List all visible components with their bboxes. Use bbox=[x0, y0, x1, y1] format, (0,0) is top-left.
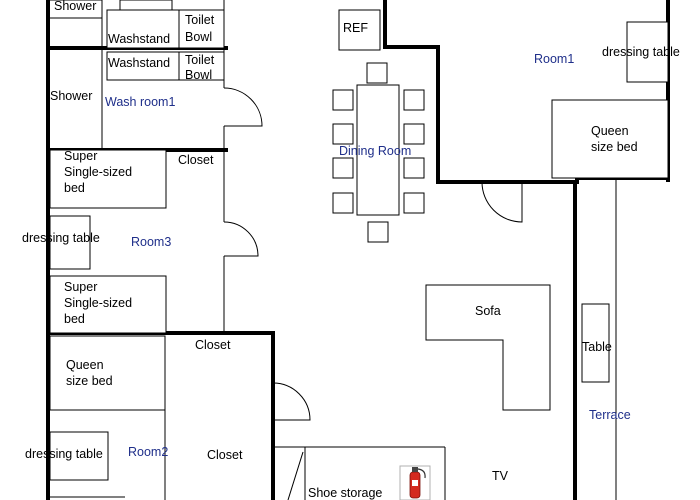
toilet-label-1b: Bowl bbox=[185, 30, 212, 44]
queen-bed-room2 bbox=[49, 335, 166, 411]
room3-door[interactable] bbox=[223, 221, 259, 257]
washstand-label-1: Washstand bbox=[108, 32, 170, 46]
shower-top-label: Shower bbox=[54, 0, 96, 13]
washstand-mid bbox=[106, 51, 180, 81]
washstand-top bbox=[106, 9, 180, 49]
closet-room2-label: Closet bbox=[207, 448, 243, 462]
dressing-room2-label: dressing table bbox=[25, 447, 103, 461]
chair-left-1 bbox=[332, 89, 354, 111]
ref bbox=[338, 9, 381, 51]
shoe-storage-label: Shoe storage bbox=[308, 486, 382, 500]
chair-right-1 bbox=[403, 89, 425, 111]
dressing-table-room2 bbox=[49, 431, 109, 481]
fire-extinguisher-icon bbox=[399, 465, 431, 500]
dressing-table-room1 bbox=[626, 21, 669, 83]
toilet-label-2a: Toilet bbox=[185, 53, 215, 67]
washstand-top-basin bbox=[119, 0, 173, 11]
room2-furniture bbox=[49, 335, 166, 500]
super2-label-b: Single-sized bbox=[64, 296, 132, 310]
queen-bed-room1 bbox=[551, 99, 669, 179]
chair-right-2 bbox=[403, 123, 425, 145]
tv-label: TV bbox=[492, 469, 509, 483]
dressing-table-room3 bbox=[49, 215, 91, 270]
queen-room1-label-b: size bed bbox=[591, 140, 638, 154]
toilet-mid bbox=[178, 51, 225, 81]
super1-label-c: bed bbox=[64, 181, 85, 195]
chair-left-4 bbox=[332, 192, 354, 214]
room2-label: Room2 bbox=[128, 445, 168, 459]
room1-furniture bbox=[338, 9, 669, 179]
closet-room3-label: Closet bbox=[178, 153, 214, 167]
washroom-fixtures bbox=[47, 0, 225, 81]
room3-furniture bbox=[49, 149, 167, 334]
l-shaped-sofa bbox=[425, 284, 551, 411]
chair-right-4 bbox=[403, 192, 425, 214]
toilet-label-1a: Toilet bbox=[185, 13, 215, 27]
room2-door[interactable] bbox=[272, 382, 311, 421]
queen-room1-label-a: Queen bbox=[591, 124, 629, 138]
super2-label-a: Super bbox=[64, 280, 97, 294]
terrace-table bbox=[581, 303, 610, 383]
text-labels: Shower Washstand Toilet Bowl Washstand T… bbox=[22, 0, 680, 500]
dressing-room1-label: dressing table bbox=[602, 45, 680, 59]
living-furniture bbox=[425, 284, 610, 411]
chair-left-2 bbox=[332, 123, 354, 145]
toilet-label-2b: Bowl bbox=[185, 68, 212, 82]
queen-room2-label-a: Queen bbox=[66, 358, 104, 372]
super-single-bed-1 bbox=[49, 149, 167, 209]
super1-label-b: Single-sized bbox=[64, 165, 132, 179]
super-single-bed-2 bbox=[49, 275, 167, 334]
doors bbox=[223, 87, 523, 421]
dining-table bbox=[356, 84, 400, 216]
dining-room-label: Dining Room bbox=[339, 144, 411, 158]
closet-room2-top-label: Closet bbox=[195, 338, 231, 352]
sofa-label: Sofa bbox=[475, 304, 501, 318]
terrace-label: Terrace bbox=[589, 408, 631, 422]
room1-label: Room1 bbox=[534, 52, 574, 66]
toilet-top bbox=[178, 9, 225, 49]
dressing-room3-label: dressing table bbox=[22, 231, 100, 245]
ref-label: REF bbox=[343, 21, 368, 35]
super2-label-c: bed bbox=[64, 312, 85, 326]
dining-set bbox=[332, 62, 425, 243]
shower-mid-label: Shower bbox=[50, 89, 92, 103]
table-label: Table bbox=[582, 340, 612, 354]
washroom1-label: Wash room1 bbox=[105, 95, 175, 109]
super1-label-a: Super bbox=[64, 149, 97, 163]
chair-left-3 bbox=[332, 157, 354, 179]
chair-top bbox=[366, 62, 388, 84]
shower-top-tray bbox=[47, 0, 103, 19]
queen-room2-label-b: size bed bbox=[66, 374, 113, 388]
entry-door-line bbox=[287, 451, 304, 500]
washroom-door[interactable] bbox=[223, 87, 263, 127]
room3-label: Room3 bbox=[131, 235, 171, 249]
washstand-label-2: Washstand bbox=[108, 56, 170, 70]
room1-door[interactable] bbox=[481, 181, 523, 223]
chair-right-3 bbox=[403, 157, 425, 179]
chair-bottom bbox=[367, 221, 389, 243]
